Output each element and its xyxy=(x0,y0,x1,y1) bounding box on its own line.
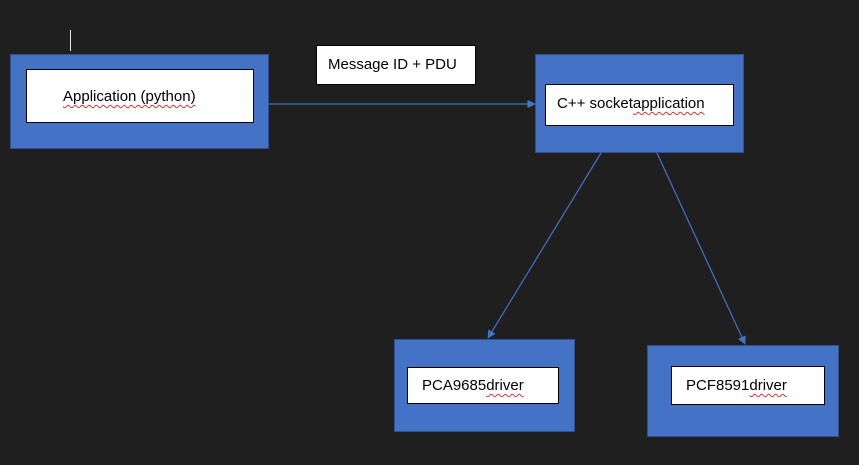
node-cpp-socket-application-spellcheck-text: application xyxy=(632,95,705,112)
node-pcf8591-driver[interactable]: PCF8591 driver xyxy=(647,345,839,437)
edge-socket-to-pcf8591[interactable] xyxy=(656,152,746,345)
node-application-python[interactable]: Application (python) xyxy=(10,54,269,149)
text-cursor xyxy=(70,30,71,51)
node-application-python-spellcheck-text: Application (python) xyxy=(63,88,196,105)
edge-label-message-id-pdu-text: Message ID + PDU xyxy=(328,56,457,73)
edge-label-message-id-pdu[interactable]: Message ID + PDU xyxy=(316,45,476,85)
node-cpp-socket-application[interactable]: C++ socket application xyxy=(535,54,744,153)
node-application-python-label[interactable]: Application (python) xyxy=(26,69,254,123)
node-pca9685-driver-text: PCA9685 xyxy=(422,377,487,394)
node-pcf8591-driver-text: PCF8591 xyxy=(686,377,750,394)
node-pca9685-driver-label[interactable]: PCA9685 driver xyxy=(407,367,559,404)
node-pcf8591-driver-label[interactable]: PCF8591 driver xyxy=(671,366,825,405)
edge-socket-to-pca9685[interactable] xyxy=(487,152,602,339)
node-cpp-socket-application-text: C++ socket xyxy=(557,95,633,112)
node-cpp-socket-application-label[interactable]: C++ socket application xyxy=(545,84,734,126)
node-pca9685-driver-spellcheck-text: driver xyxy=(486,377,524,394)
node-pca9685-driver[interactable]: PCA9685 driver xyxy=(394,339,575,432)
node-pcf8591-driver-spellcheck-text: driver xyxy=(749,377,787,394)
